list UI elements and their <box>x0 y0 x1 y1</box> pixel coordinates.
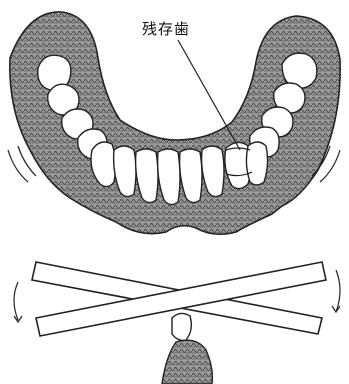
tooth <box>246 142 267 185</box>
fulcrum-tooth <box>172 313 191 340</box>
remaining-tooth-label: 残存歯 <box>142 18 190 39</box>
fulcrum-gum <box>162 340 212 384</box>
callout-line <box>178 40 240 150</box>
